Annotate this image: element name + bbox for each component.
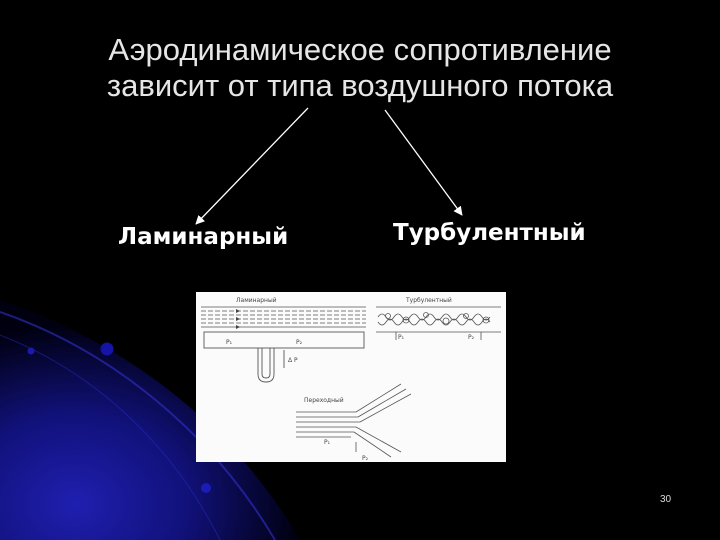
figure-transitional-label: Переходный <box>304 397 344 404</box>
flow-diagram-figure: Ламинарный P₁ P₂ <box>196 292 506 462</box>
turbulent-flow <box>376 306 501 340</box>
figure-delta-p: Δ P <box>288 357 298 364</box>
title-line-1: Аэродинамическое сопротивление <box>108 32 612 67</box>
figure-p1-laminar: P₁ <box>226 339 233 346</box>
flow-diagram: Ламинарный P₁ P₂ <box>201 297 501 462</box>
figure-p2-transitional: P₂ <box>362 455 369 462</box>
figure-p2-turbulent: P₂ <box>468 334 475 341</box>
bullet-dot-3 <box>201 483 211 493</box>
swoosh-highlight <box>0 311 276 540</box>
page-number: 30 <box>660 494 672 505</box>
branch-turbulent: Турбулентный <box>393 220 586 246</box>
figure-p1-turbulent: P₁ <box>398 334 405 341</box>
title-line-2: зависит от типа воздушного потока <box>106 68 614 103</box>
figure-p2-laminar: P₂ <box>296 339 303 346</box>
transitional-flow <box>296 383 412 458</box>
figure-laminar-label: Ламинарный <box>236 297 277 304</box>
arrow-right <box>384 109 463 216</box>
swoosh-shape <box>0 300 300 540</box>
branch-laminar: Ламинарный <box>118 224 289 250</box>
bullet-dot-1 <box>100 342 114 356</box>
figure-p1-transitional: P₁ <box>324 439 331 446</box>
manometer <box>203 331 365 383</box>
arrow-left <box>195 107 309 225</box>
laminar-streamlines <box>201 306 366 328</box>
bullet-dot-2 <box>27 347 35 355</box>
slide-title: Аэродинамическое сопротивление зависит о… <box>60 32 660 104</box>
laminar-arrows <box>236 309 240 329</box>
figure-turbulent-label: Турбулентный <box>405 297 452 304</box>
